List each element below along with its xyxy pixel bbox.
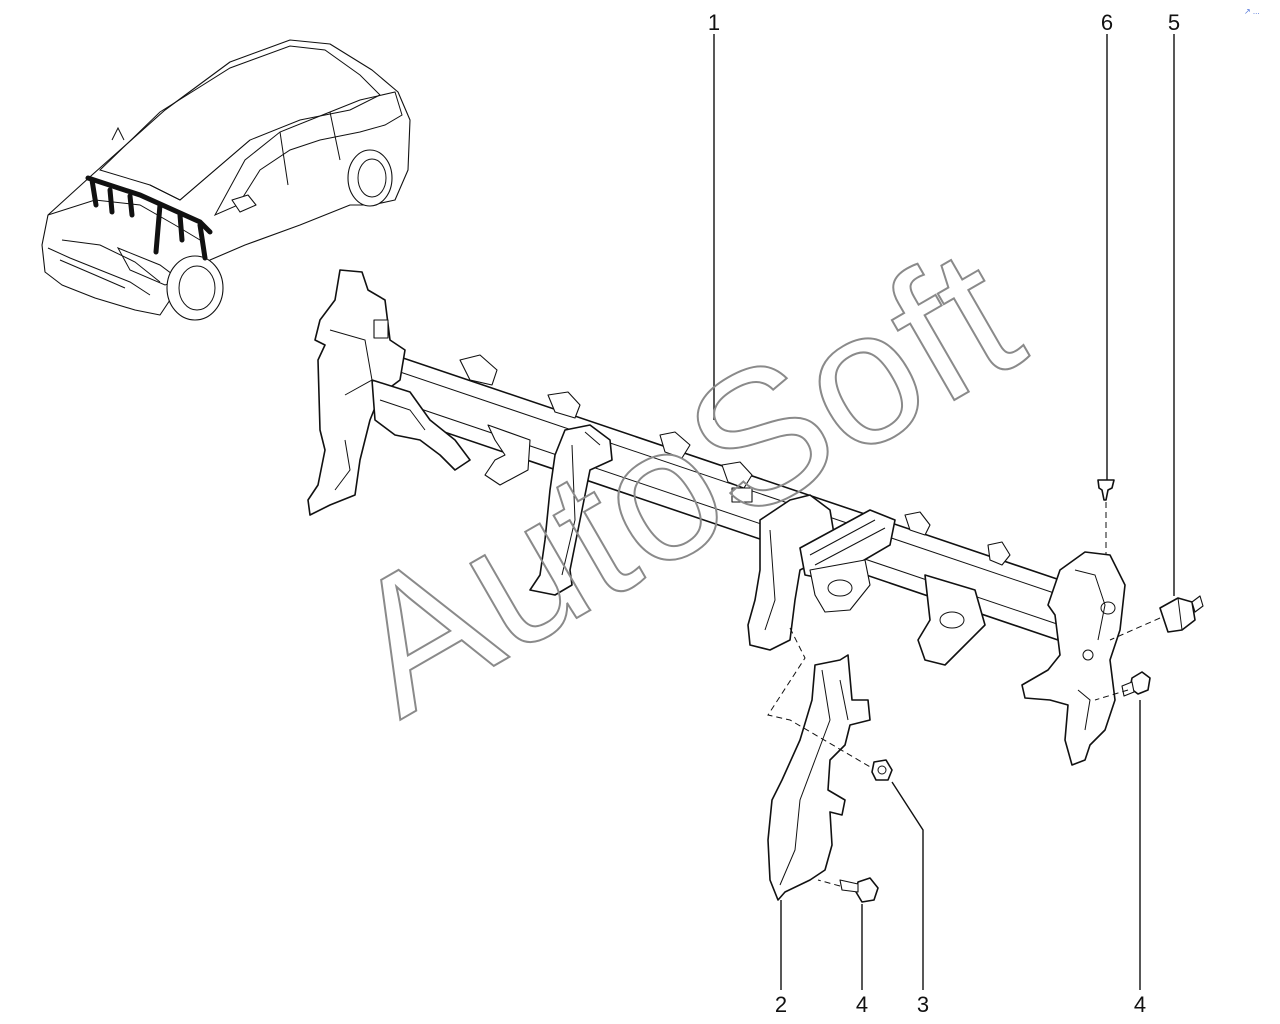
callout-6: 6	[1101, 10, 1113, 35]
cross-car-beam	[307, 269, 1126, 766]
nut	[871, 759, 893, 781]
callout-labels: 1 6 5 2 4 3 4	[708, 10, 1180, 1017]
plug-cap	[1159, 595, 1204, 633]
corner-mark: ↗ ...	[1244, 7, 1260, 16]
bolt-right	[1121, 671, 1151, 697]
callout-4-bottom: 4	[856, 992, 868, 1017]
callout-leader-lines	[713, 34, 1175, 990]
lower-support-bracket	[767, 654, 871, 901]
bolt-bottom	[839, 877, 879, 903]
callout-2: 2	[775, 992, 787, 1017]
car-locator-sketch	[41, 39, 411, 321]
callout-4-right: 4	[1134, 992, 1146, 1017]
callout-3: 3	[917, 992, 929, 1017]
callout-5: 5	[1168, 10, 1180, 35]
callout-1: 1	[708, 10, 720, 35]
watermark-text: AutoSoft	[315, 207, 1052, 755]
push-clip	[1097, 479, 1115, 501]
